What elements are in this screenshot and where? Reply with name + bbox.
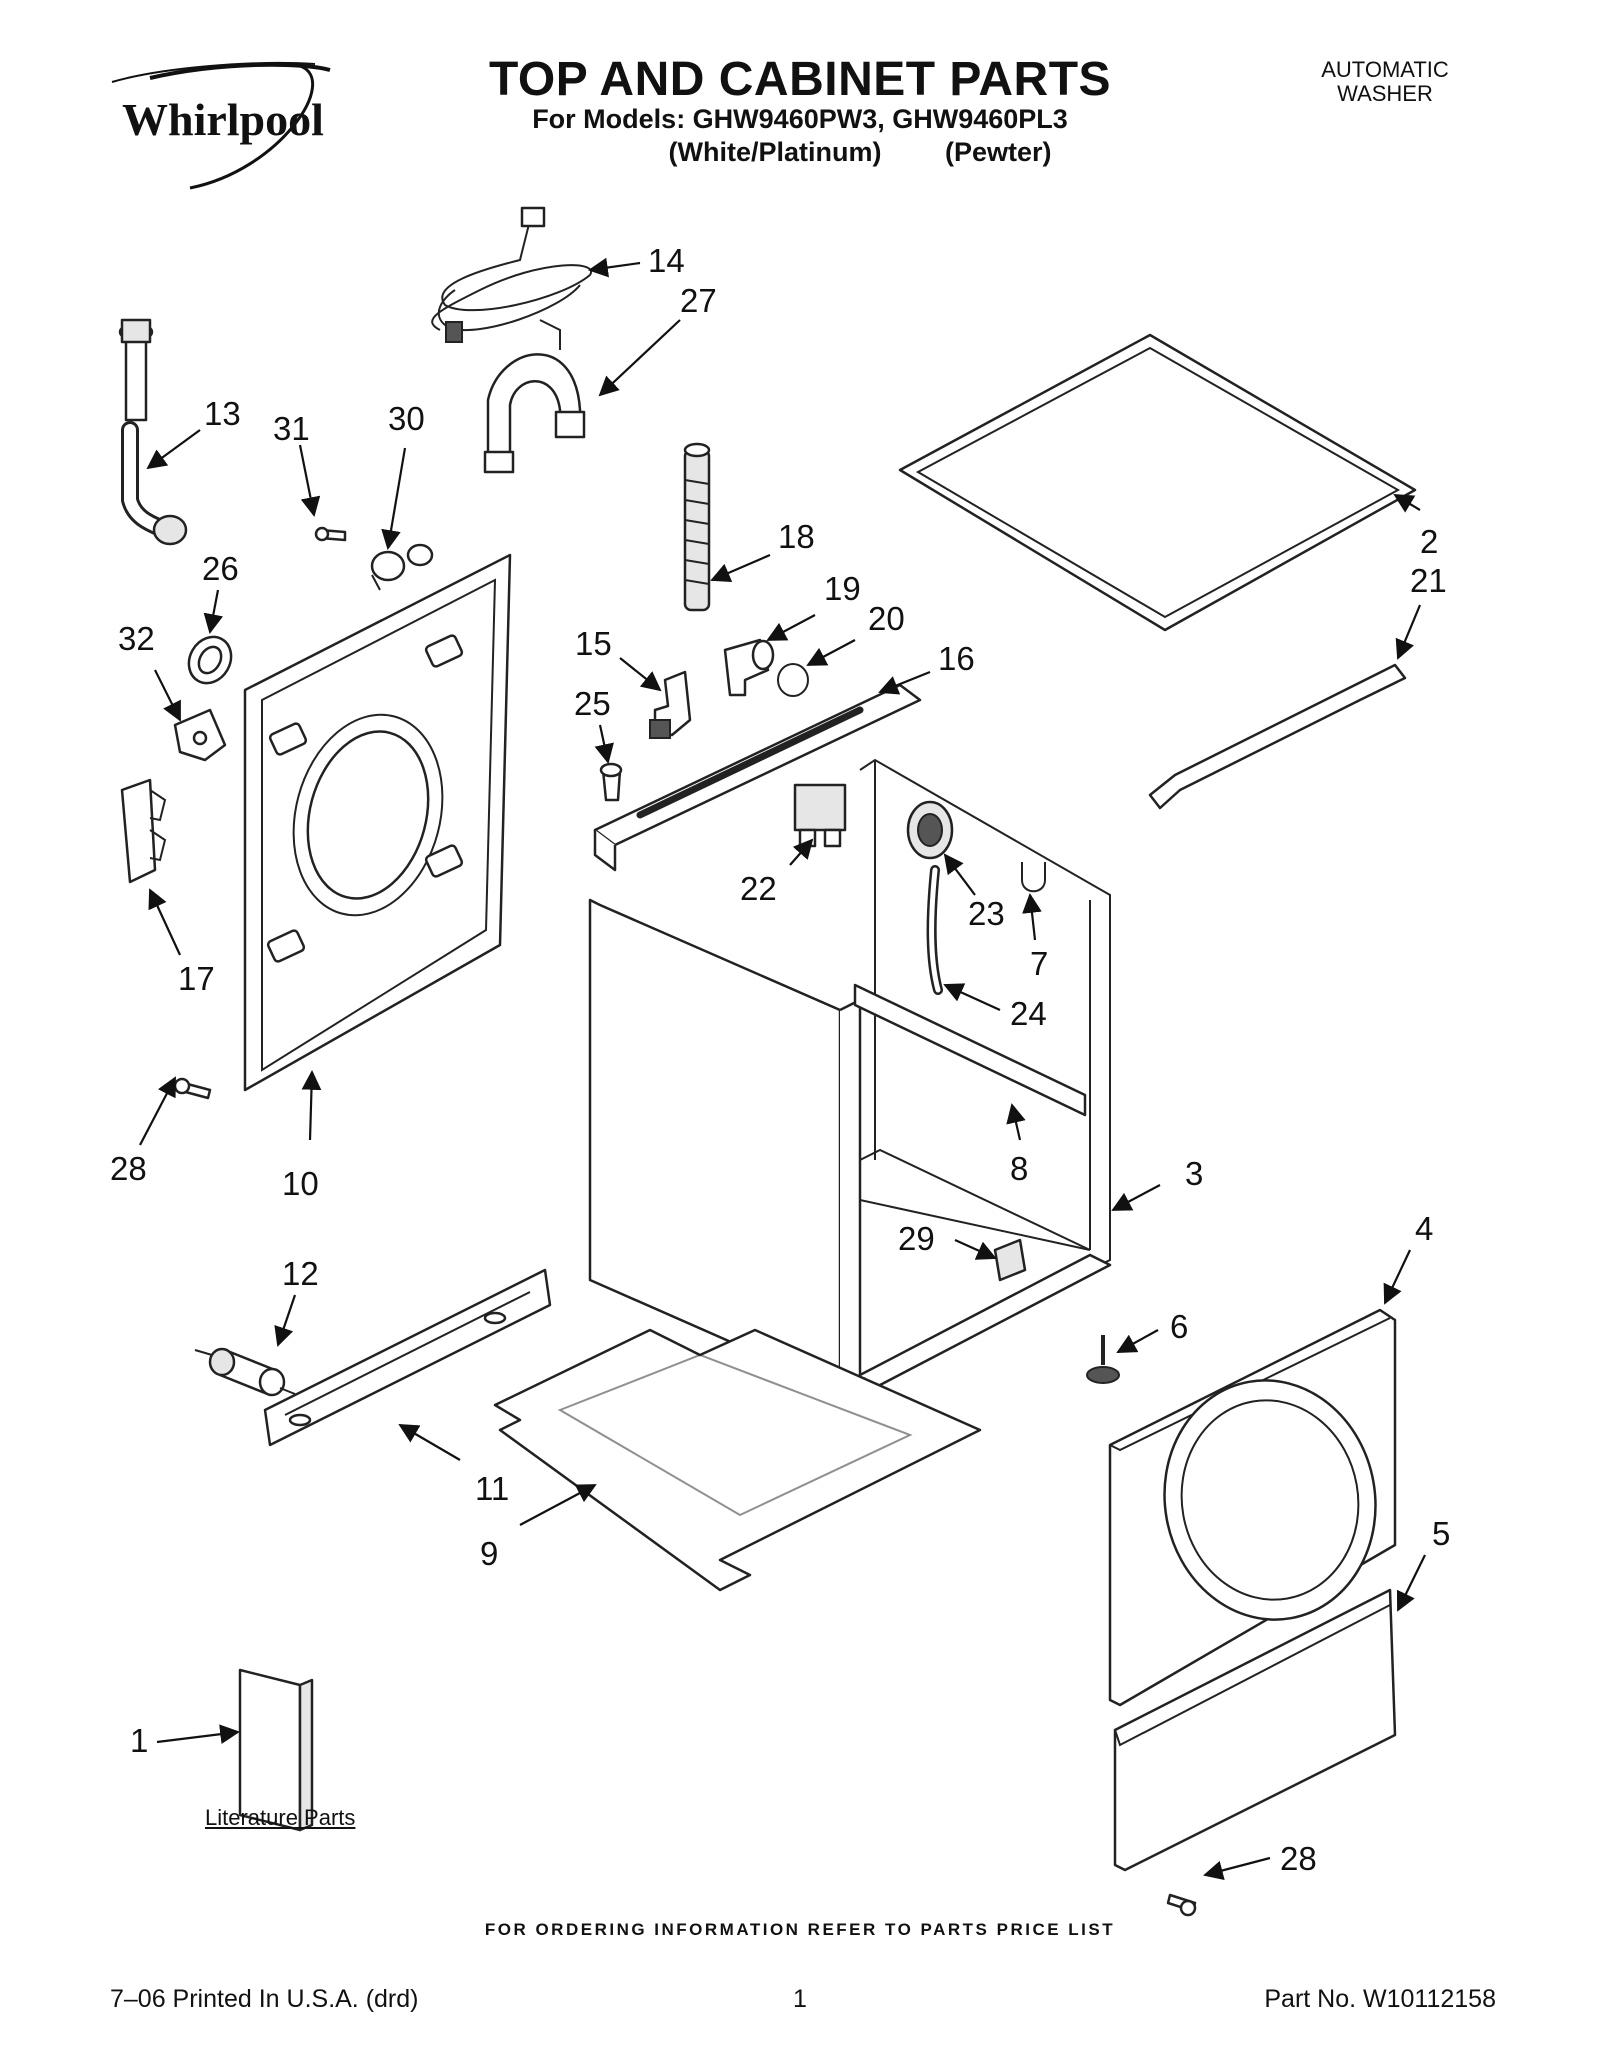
part-13-inlet-hose <box>118 318 188 546</box>
callout-6: 6 <box>1170 1308 1188 1345</box>
part-1-literature <box>238 1668 314 1832</box>
part-25-screw <box>599 762 623 802</box>
part-24-tube <box>926 865 943 995</box>
literature-parts-label: Literature Parts <box>205 1805 356 1830</box>
part-26-grommet <box>187 635 233 685</box>
part-20-ring <box>777 663 809 697</box>
callout-11: 11 <box>475 1470 509 1507</box>
callout-13: 13 <box>204 395 241 432</box>
print-info: 7–06 Printed In U.S.A. (drd) <box>110 1985 419 2013</box>
callout-numbers: 14 27 13 31 30 26 32 17 10 28 18 19 20 1… <box>110 242 1450 1877</box>
part-29-clip <box>993 1238 1027 1282</box>
callout-32: 32 <box>118 620 155 657</box>
callout-24: 24 <box>1010 995 1047 1032</box>
page-title: TOP AND CABINET PARTS <box>488 53 1112 106</box>
callout-25: 25 <box>574 685 611 722</box>
callout-2: 2 <box>1420 523 1438 560</box>
brand-wordmark: Whirlpool <box>122 94 324 145</box>
part-15-bracket <box>649 670 692 739</box>
callout-9: 9 <box>480 1535 498 1572</box>
part-5-toe-panel <box>1113 1588 1397 1872</box>
part-number: Part No. W10112158 <box>1264 1985 1496 2013</box>
callout-5: 5 <box>1432 1515 1450 1552</box>
color-variant-2: (Pewter) <box>944 137 1052 167</box>
models-line: For Models: GHW9460PW3, GHW9460PL3 <box>532 104 1068 134</box>
part-31-screw <box>314 526 347 542</box>
part-2-top-cover <box>898 333 1417 632</box>
part-19-elbow <box>723 638 775 697</box>
callout-22: 22 <box>740 870 777 907</box>
color-variants: (White/Platinum) (Pewter) <box>0 136 1600 169</box>
callout-7: 7 <box>1030 945 1048 982</box>
model-subtitle: For Models: GHW9460PW3, GHW9460PL3 (Whit… <box>0 103 1600 169</box>
callout-1: 1 <box>130 1722 148 1759</box>
callout-15: 15 <box>575 625 612 662</box>
callout-8: 8 <box>1010 1150 1028 1187</box>
callout-27: 27 <box>680 282 717 319</box>
leader-lines <box>139 257 1426 1881</box>
callout-28-left: 28 <box>110 1150 147 1187</box>
part-4-front-panel <box>1108 1308 1397 1707</box>
part-9-base-pad <box>493 1328 982 1592</box>
ordering-note: FOR ORDERING INFORMATION REFER TO PARTS … <box>484 1920 1116 1939</box>
product-type-line2: WASHER <box>1337 81 1433 106</box>
product-type: AUTOMATIC WASHER <box>1275 58 1495 106</box>
part-3-cabinet <box>588 758 1112 1392</box>
callout-28-right: 28 <box>1280 1840 1317 1877</box>
part-21-brace <box>1148 663 1407 810</box>
callout-20: 20 <box>868 600 905 637</box>
part-27-hose-guide <box>483 319 586 474</box>
part-10-rear-panel <box>243 553 512 1092</box>
callout-4: 4 <box>1415 1210 1433 1247</box>
callout-10: 10 <box>282 1165 319 1202</box>
part-28-screw-left <box>173 1077 212 1100</box>
product-type-line1: AUTOMATIC <box>1321 57 1449 82</box>
part-6-leveling-leg <box>1086 1335 1120 1384</box>
callout-26: 26 <box>202 550 239 587</box>
part-23-pressure-switch <box>906 800 954 860</box>
callout-3: 3 <box>1185 1155 1203 1192</box>
callout-19: 19 <box>824 570 861 607</box>
part-30-clamp <box>370 543 434 591</box>
part-11-rail <box>263 1268 552 1447</box>
callout-18: 18 <box>778 518 815 555</box>
part-32-bracket <box>173 708 227 762</box>
callout-17: 17 <box>178 960 215 997</box>
callout-30: 30 <box>388 400 425 437</box>
part-14-power-cord <box>431 206 593 343</box>
callout-14: 14 <box>648 242 685 279</box>
callout-21: 21 <box>1410 562 1447 599</box>
part-28-screw-right <box>1166 1893 1197 1917</box>
callout-31: 31 <box>273 410 310 447</box>
part-12-spacer <box>194 1347 296 1397</box>
part-17-clip <box>120 778 167 884</box>
page-number: 1 <box>793 1985 807 2013</box>
part-8-crossbar <box>853 983 1087 1117</box>
part-18-hose <box>683 442 711 612</box>
callout-16: 16 <box>938 640 975 677</box>
color-variant-1: (White/Platinum) <box>668 137 882 167</box>
part-7-clip <box>1021 862 1046 893</box>
callout-29: 29 <box>898 1220 935 1257</box>
whirlpool-logo: Whirlpool <box>111 61 331 190</box>
callout-12: 12 <box>282 1255 319 1292</box>
part-16-top-brace <box>593 683 922 872</box>
callout-23: 23 <box>968 895 1005 932</box>
part-22-switch <box>793 783 847 848</box>
